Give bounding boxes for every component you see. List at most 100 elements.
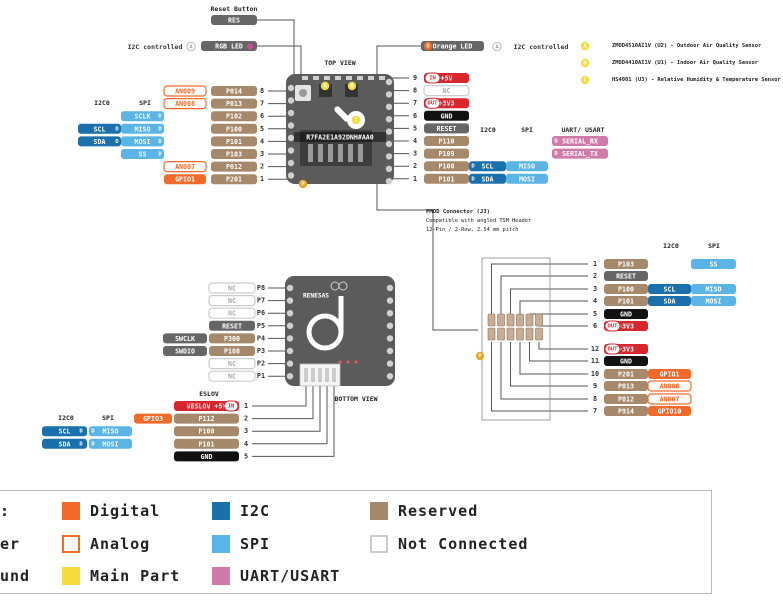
legend-main-part-swatch xyxy=(62,567,80,585)
top-right-uart-4-box xyxy=(552,136,608,146)
eslov-pin-5-box xyxy=(174,451,239,462)
top-right-tag-7 xyxy=(424,97,441,109)
bottom-pin-num-P7: P7 xyxy=(257,297,265,305)
legend-spi-label: SPI xyxy=(240,535,271,553)
eslov-pin-line-5 xyxy=(252,382,335,457)
top-left-analog-2-box xyxy=(163,161,207,173)
bottom-pin-P8-text: NC xyxy=(228,285,236,293)
top-right-pin-4-box xyxy=(424,136,469,146)
pmod-pin-10-box xyxy=(604,369,648,379)
eslov-spi-3-box xyxy=(89,426,132,437)
top-left-pad xyxy=(287,84,295,92)
bottom-right-pad xyxy=(386,373,394,380)
eslov-spi-dir-4 xyxy=(88,439,98,448)
bottom-pin-P7-text: NC xyxy=(228,297,236,305)
legend-nc: Not Connected xyxy=(370,535,528,553)
top-left-analog-7-text: AN008 xyxy=(175,100,195,108)
top-right-pin-num-3: 3 xyxy=(413,150,417,158)
pmod-pin-8-text: P012 xyxy=(618,396,634,404)
pmod-digital-7-text: GPIO10 xyxy=(658,408,682,416)
reset-button-title: Reset Button xyxy=(211,5,258,13)
pmod-pin-1-text: P103 xyxy=(618,261,634,269)
eslov-spi-dir-3-letter: D xyxy=(91,429,95,435)
pmod-pin-9-box xyxy=(604,381,648,391)
top-left-spi-dir-4-letter: D xyxy=(158,139,162,145)
top-right-pin-4-text: P110 xyxy=(439,138,455,146)
pmod-pin-2-box xyxy=(604,271,648,281)
top-left-pad xyxy=(287,159,295,167)
top-right-uart-dir-3 xyxy=(551,149,561,158)
legend-digital-label: Digital xyxy=(90,502,161,520)
boards xyxy=(285,74,551,421)
bottom-dot xyxy=(354,360,358,364)
legend-nc-swatch xyxy=(370,535,388,553)
pmod-tag-6-text: OUT xyxy=(608,324,619,330)
orange-led-dot-letter: O xyxy=(426,44,430,50)
top-right-pin-2-box xyxy=(424,161,469,172)
pmod-pin-7-text: P914 xyxy=(618,408,634,416)
bottom-view-title: BOTTOM VIEW xyxy=(334,395,377,403)
top-left-pad xyxy=(287,134,295,142)
pmod-pin-body xyxy=(535,313,543,327)
eslov-i2c-dir-4-letter: D xyxy=(79,441,83,447)
pmod-i2c-3-box xyxy=(648,284,691,294)
pmod-pin-body xyxy=(487,327,496,341)
pmod-pin-num-12: 12 xyxy=(591,345,599,353)
pmod-pin-12-text: +3V3 xyxy=(618,346,634,354)
pmod-pin-5-text: GND xyxy=(620,311,632,319)
i2c-controlled-left: I2C controlled xyxy=(128,43,183,51)
info-badge-right xyxy=(492,41,502,52)
pmod-pin-body xyxy=(497,313,505,327)
pmod-i2c-4-box xyxy=(648,296,691,306)
pmod-header-spi: SPI xyxy=(708,242,720,250)
bottom-left-pad xyxy=(286,347,294,355)
pmod-pin-line-2 xyxy=(500,275,588,314)
top-left-pad xyxy=(287,172,295,179)
mcu-pad xyxy=(338,144,343,162)
top-left-spi-3-text: SS xyxy=(139,151,147,159)
legend-fragment-2: er xyxy=(0,535,21,553)
top-left-pin-5-box xyxy=(211,123,257,134)
orange-led-dot xyxy=(423,41,433,51)
pmod-pin-num-7: 7 xyxy=(593,407,597,415)
top-left-pin-num-6: 6 xyxy=(260,112,264,120)
legend-fragment-1: : xyxy=(0,502,11,520)
bottom-right-pad xyxy=(386,284,394,292)
top-right-pin-num-2: 2 xyxy=(413,162,417,170)
top-right-pin-num-1: 1 xyxy=(413,175,417,183)
rgb-led-label-text: RGB LED xyxy=(215,43,243,51)
eslov-pin-line-1 xyxy=(252,382,307,407)
top-left-digital-1-box xyxy=(164,174,206,185)
pmod-pin-body xyxy=(487,313,496,327)
top-right-pin-num-4: 4 xyxy=(413,137,417,145)
bottom-left-pad xyxy=(286,360,294,367)
top-left-pin-7-text: P013 xyxy=(226,100,242,108)
eslov-header-spi: SPI xyxy=(102,414,114,422)
bottom-left-pad xyxy=(286,310,294,317)
bottom-right-pad xyxy=(386,360,394,367)
pmod-spi-4-text: MOSI xyxy=(706,298,722,306)
top-left-i2c-dir-4-letter: D xyxy=(115,139,119,145)
bottom-left-pad xyxy=(286,373,294,380)
pmod-spi-1-box xyxy=(691,259,736,269)
top-edge-pad xyxy=(346,76,352,80)
legend-i2c: I2C xyxy=(212,502,270,520)
eslov-pin-4-text: P101 xyxy=(199,440,215,448)
sensor-b-badge xyxy=(347,81,357,91)
top-left-spi-dir-5-letter: D xyxy=(158,126,162,132)
top-right-uart-3-text: SERIAL_TX xyxy=(562,150,598,158)
legend-analog: Analog xyxy=(62,535,150,553)
eslov-pin-line-3 xyxy=(252,382,321,432)
pmod-outline xyxy=(481,257,551,421)
pmod-callout-line xyxy=(376,184,478,331)
eslov-pin-4-box xyxy=(174,438,239,449)
top-right-pad xyxy=(385,128,393,135)
top-left-spi-dir-6 xyxy=(155,112,165,121)
top-left-pin-4-text: P101 xyxy=(226,138,242,146)
top-left-pin-num-5: 5 xyxy=(260,125,264,133)
pmod-pin-body xyxy=(516,327,524,341)
bottom-pin-P1-box xyxy=(208,370,256,382)
bottom-right-pad xyxy=(386,335,394,342)
pmod-pin-line-7 xyxy=(491,342,588,412)
pmod-pin-num-5: 5 xyxy=(593,310,597,318)
